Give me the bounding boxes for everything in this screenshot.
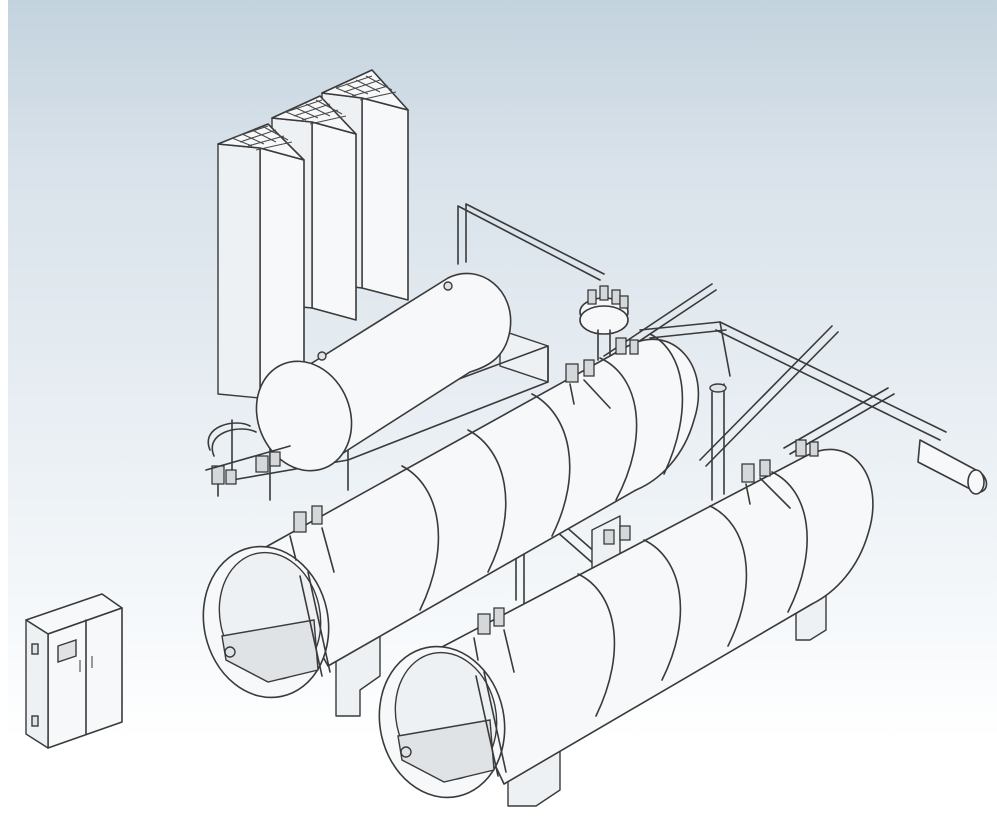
pump-valve-cluster — [205, 422, 291, 497]
autoclave-2 — [378, 439, 874, 807]
storage-tank — [255, 272, 512, 472]
control-cabinet — [25, 593, 123, 749]
distribution-manifold — [579, 285, 629, 361]
